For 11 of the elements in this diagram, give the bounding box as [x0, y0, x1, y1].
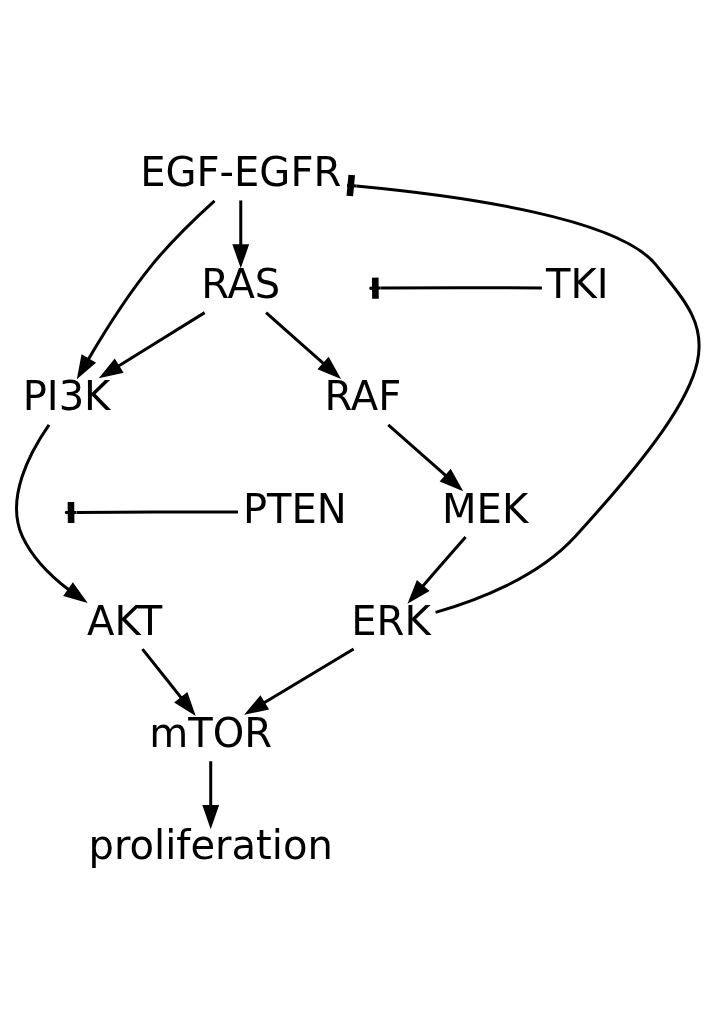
node-text: AKT	[87, 597, 163, 644]
node-text: proliferation	[88, 821, 333, 868]
node-text: TKI	[545, 260, 609, 307]
node-text: MEK	[442, 485, 529, 532]
node-text: ERK	[351, 597, 431, 644]
node-text: PI3K	[22, 372, 111, 419]
node-text: PTEN	[242, 485, 347, 532]
node-text: RAS	[201, 260, 281, 307]
node-text: mTOR	[149, 709, 273, 756]
node-text: RAF	[324, 372, 402, 419]
node-text: EGF-EGFR	[140, 148, 342, 195]
